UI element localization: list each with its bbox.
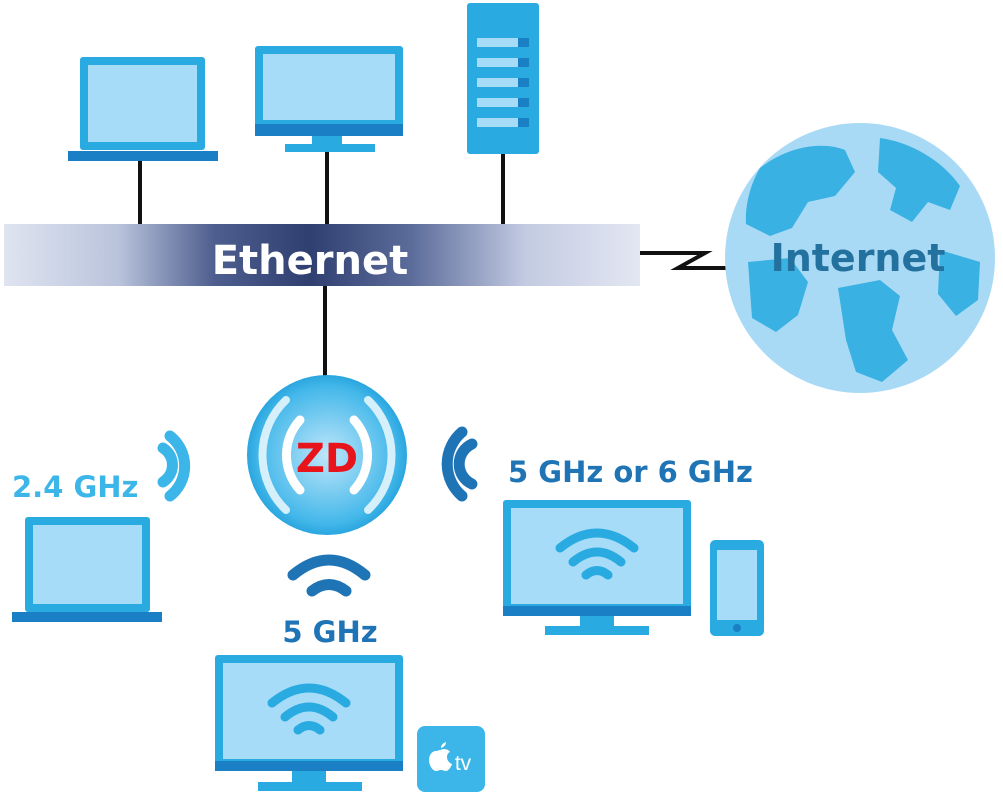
laptop-icon: [12, 517, 162, 622]
internet-link: [640, 251, 745, 270]
wifi-icon: [555, 528, 639, 580]
wifi-icon-5ghz: [287, 554, 371, 597]
tv-icon: [503, 500, 691, 635]
band-5ghz-label: 5 GHz: [282, 615, 377, 649]
ethernet-bar: Ethernet: [4, 224, 640, 286]
tv-icon: [215, 655, 403, 791]
apple-tv-icon: tv: [417, 726, 485, 792]
desktop-monitor-icon: [255, 46, 403, 152]
wifi-icon-5-6ghz: [441, 426, 478, 502]
phone-icon: [710, 540, 764, 636]
ethernet-label: Ethernet: [212, 238, 409, 284]
ap-label: ZD: [296, 436, 358, 482]
globe-icon: Internet: [725, 123, 995, 393]
apple-tv-label: tv: [455, 752, 472, 775]
connection-lines: [138, 150, 745, 378]
band-2-4ghz-label: 2.4 GHz: [12, 470, 138, 504]
band-5-6ghz-label: 5 GHz or 6 GHz: [508, 455, 753, 489]
server-icon: [467, 3, 539, 154]
internet-label: Internet: [771, 236, 946, 280]
laptop-icon: [68, 57, 218, 161]
access-point-icon: ZD: [247, 375, 407, 535]
wifi-icon-2-4ghz: [157, 430, 191, 502]
wifi-icon: [267, 683, 351, 735]
